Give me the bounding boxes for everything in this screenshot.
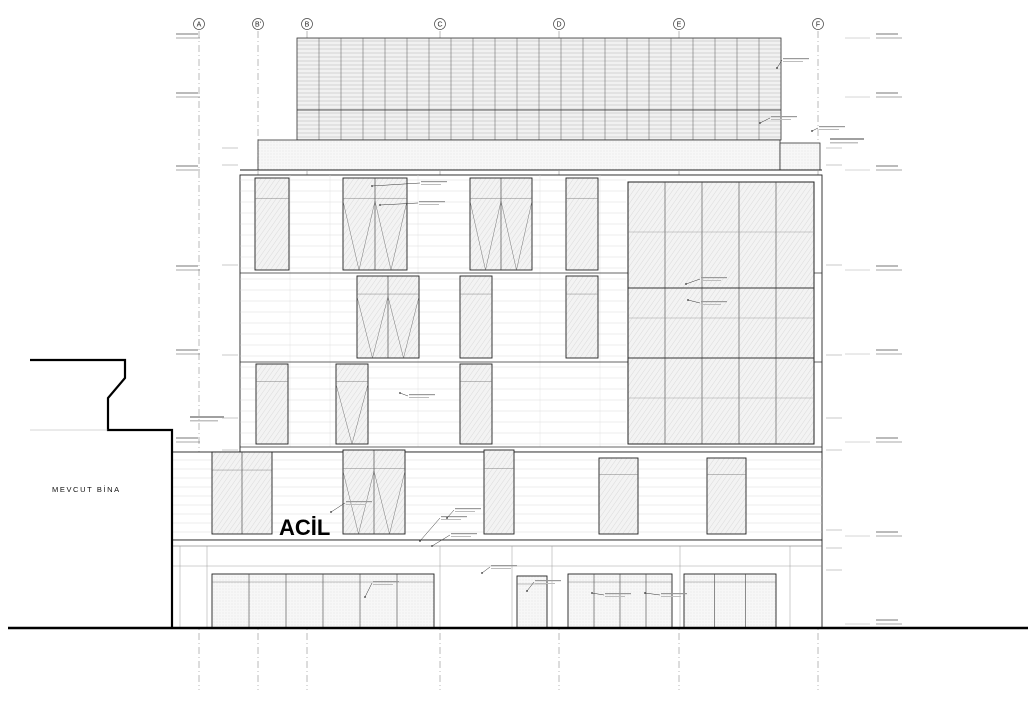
grid-bubble-label: A bbox=[197, 22, 202, 29]
upper-floor-windows bbox=[254, 177, 599, 445]
window bbox=[459, 275, 493, 359]
rooftop-louver-screen bbox=[296, 37, 782, 141]
window bbox=[335, 363, 369, 445]
leader-dot bbox=[364, 596, 366, 598]
grid-bubble bbox=[301, 18, 313, 30]
leader-dot bbox=[644, 592, 646, 594]
grid-bubble bbox=[434, 18, 446, 30]
leader-dot bbox=[399, 392, 401, 394]
existing-building-outline bbox=[30, 358, 174, 628]
leader-dot bbox=[811, 130, 813, 132]
window bbox=[469, 177, 533, 271]
roof-parapet bbox=[240, 139, 822, 176]
leader-dot bbox=[481, 572, 483, 574]
window bbox=[254, 177, 290, 271]
grid-bubble-label: B bbox=[305, 22, 310, 29]
leader-dot bbox=[526, 590, 528, 592]
window bbox=[342, 449, 406, 535]
grid-bubble-label: C bbox=[437, 22, 442, 29]
leader-dot bbox=[431, 545, 433, 547]
annotation-leaders bbox=[190, 58, 864, 598]
storefront-glazing bbox=[683, 573, 777, 629]
storefront-glazing bbox=[211, 573, 435, 629]
leader-dot bbox=[419, 540, 421, 542]
leader-dot bbox=[759, 122, 761, 124]
emergency-sign-text: ACİL bbox=[279, 515, 330, 540]
leader-dot bbox=[685, 283, 687, 285]
leader-dot bbox=[446, 517, 448, 519]
window bbox=[706, 457, 747, 535]
window bbox=[342, 177, 408, 271]
grid-bubble-label: D bbox=[556, 22, 561, 29]
window bbox=[483, 449, 515, 535]
window bbox=[356, 275, 420, 359]
first-floor-windows bbox=[211, 449, 747, 535]
grid-bubble bbox=[193, 18, 205, 30]
storefront-glazing bbox=[567, 573, 673, 629]
grid-bubble-label: F bbox=[816, 22, 820, 29]
window bbox=[565, 177, 599, 271]
window bbox=[565, 275, 599, 359]
grid-bubble bbox=[812, 18, 824, 30]
grid-bubble-label: E bbox=[677, 22, 682, 29]
grid-bubble bbox=[553, 18, 565, 30]
leader-dot bbox=[591, 592, 593, 594]
grid-axis-bubbles: A B' B C D E F bbox=[193, 18, 824, 30]
grid-bubble bbox=[673, 18, 685, 30]
leader-dot bbox=[687, 299, 689, 301]
leader-dot bbox=[776, 67, 778, 69]
leader-dot bbox=[371, 185, 373, 187]
grid-bubble-label: B' bbox=[255, 22, 261, 29]
leader-dot bbox=[330, 511, 332, 513]
window bbox=[211, 451, 273, 535]
window bbox=[255, 363, 289, 445]
window bbox=[459, 363, 493, 445]
existing-building-label: MEVCUT BİNA bbox=[52, 485, 121, 494]
leader-dot bbox=[379, 204, 381, 206]
grid-bubble bbox=[252, 18, 264, 30]
window bbox=[598, 457, 639, 535]
ground-floor-facade bbox=[171, 539, 823, 629]
curtain-wall bbox=[627, 181, 815, 445]
